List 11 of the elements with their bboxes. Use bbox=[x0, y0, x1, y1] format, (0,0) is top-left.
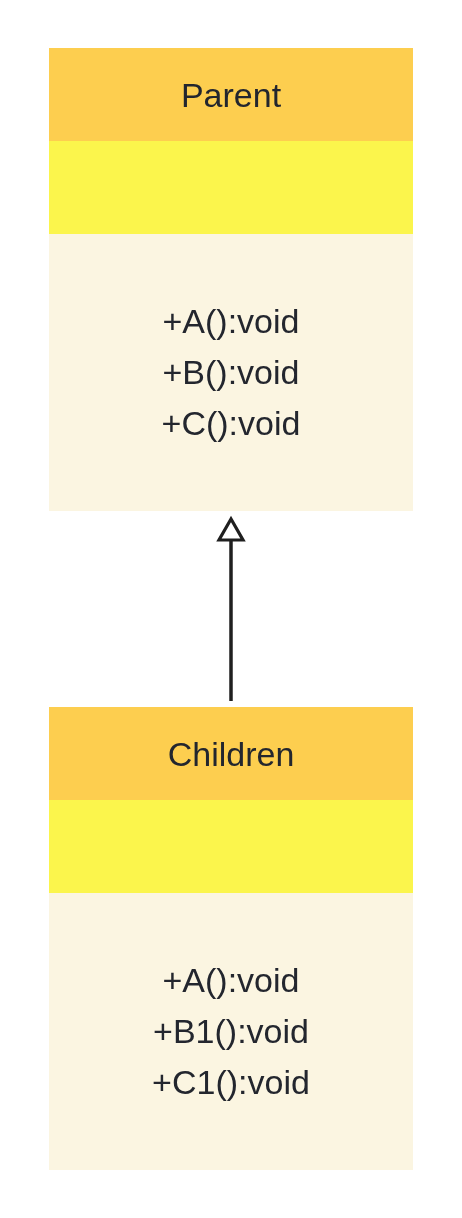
class-box bbox=[49, 48, 413, 511]
method-signature: +B1():void bbox=[153, 1011, 309, 1052]
class-name: Children bbox=[167, 733, 295, 774]
class-box bbox=[49, 707, 413, 1170]
method-signature: +B():void bbox=[162, 352, 300, 393]
method-signature: +A():void bbox=[162, 960, 300, 1001]
method-signature: +C():void bbox=[161, 403, 301, 444]
class-name: Parent bbox=[180, 74, 282, 115]
inheritance-arrow bbox=[217, 517, 245, 701]
method-signature: +A():void bbox=[162, 301, 300, 342]
method-signature: +C1():void bbox=[152, 1062, 310, 1103]
